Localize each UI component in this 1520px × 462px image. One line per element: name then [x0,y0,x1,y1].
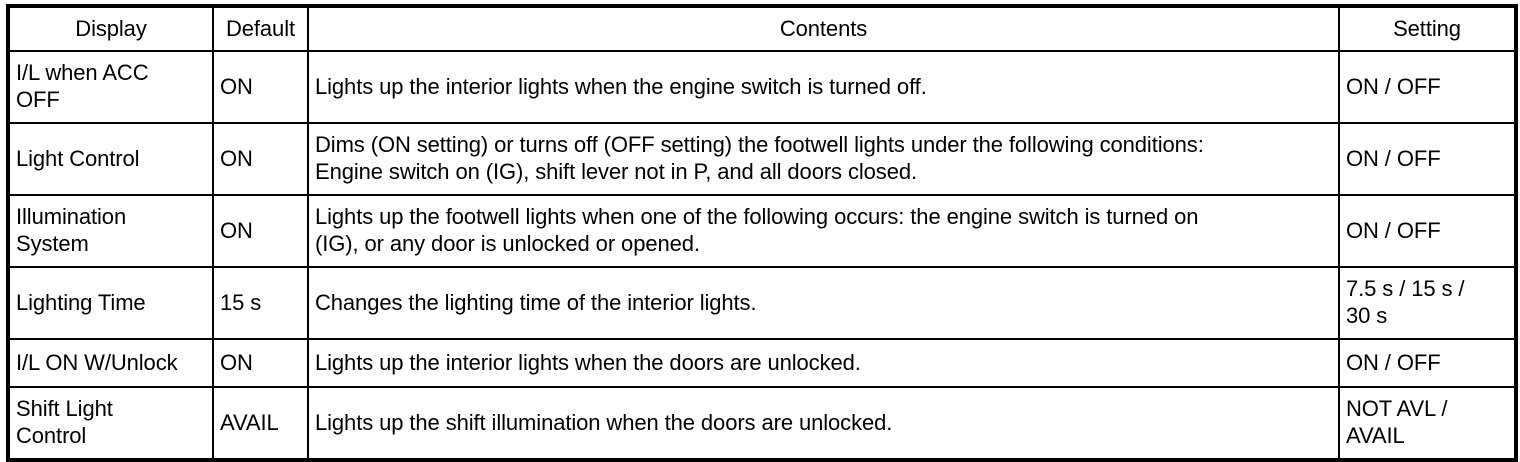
display-line-2: OFF [16,87,60,112]
cell-setting: ON / OFF [1338,50,1517,124]
setting-line-1: ON / OFF [1346,349,1441,375]
cell-contents: Lights up the shift illumination when th… [307,386,1340,461]
display-line-2: System [16,231,89,256]
cell-display: I/L ON W/Unlock [7,338,214,388]
contents-line-1: Lights up the interior lights when the d… [315,349,861,375]
display-line-2: Control [16,423,87,448]
table-row: I/L ON W/Unlock ON Lights up the interio… [7,338,1517,388]
table-row: Shift Light Control AVAIL Lights up the … [7,386,1517,461]
setting-line-1: ON / OFF [1346,217,1441,243]
cell-contents: Lights up the interior lights when the e… [307,50,1340,124]
contents-line-1: Lights up the footwell lights when one o… [315,204,1199,230]
cell-contents: Lights up the footwell lights when one o… [307,194,1340,268]
display-line-1: I/L ON W/Unlock [16,349,178,375]
display-line-1: Light Control [16,145,140,171]
header-row: Display Default Contents Setting [7,5,1517,52]
table-body: I/L when ACC OFF ON Lights up the interi… [7,50,1517,461]
cell-default: 15 s [212,266,309,340]
cell-display: Shift Light Control [7,386,214,461]
setting-line-1: ON / OFF [1346,145,1441,171]
cell-setting: NOT AVL / AVAIL [1338,386,1517,461]
setting-line-1: 7.5 s / 15 s / [1346,276,1465,302]
table-header: Display Default Contents Setting [7,5,1517,52]
table-row: Lighting Time 15 s Changes the lighting … [7,266,1517,340]
table-row: Light Control ON Dims (ON setting) or tu… [7,122,1517,196]
cell-contents: Lights up the interior lights when the d… [307,338,1340,388]
cell-display: Lighting Time [7,266,214,340]
setting-line-1: ON / OFF [1346,73,1441,99]
contents-line-2: Engine switch on (IG), shift lever not i… [315,159,917,184]
cell-display: I/L when ACC OFF [7,50,214,124]
cell-display: Light Control [7,122,214,196]
cell-contents: Changes the lighting time of the interio… [307,266,1340,340]
display-line-1: I/L when ACC [16,60,149,86]
cell-setting: ON / OFF [1338,194,1517,268]
setting-line-2: AVAIL [1346,423,1405,448]
cell-default: ON [212,50,309,124]
cell-setting: ON / OFF [1338,338,1517,388]
column-header-setting: Setting [1338,5,1517,52]
cell-setting: 7.5 s / 15 s / 30 s [1338,266,1517,340]
cell-setting: ON / OFF [1338,122,1517,196]
cell-default: ON [212,122,309,196]
setting-line-1: NOT AVL / [1346,396,1448,422]
contents-line-1: Dims (ON setting) or turns off (OFF sett… [315,132,1204,158]
contents-line-1: Changes the lighting time of the interio… [315,289,757,315]
interior-light-settings-table: Display Default Contents Setting I/L whe… [6,4,1518,462]
table-row: Illumination System ON Lights up the foo… [7,194,1517,268]
column-header-contents: Contents [307,5,1340,52]
contents-line-1: Lights up the interior lights when the e… [315,73,927,99]
column-header-display: Display [7,5,214,52]
cell-default: ON [212,338,309,388]
contents-line-2: (IG), or any door is unlocked or opened. [315,231,700,256]
table-row: I/L when ACC OFF ON Lights up the interi… [7,50,1517,124]
cell-default: ON [212,194,309,268]
column-header-default: Default [212,5,309,52]
setting-line-2: 30 s [1346,303,1388,328]
cell-default: AVAIL [212,386,309,461]
cell-display: Illumination System [7,194,214,268]
contents-line-1: Lights up the shift illumination when th… [315,409,893,435]
display-line-1: Lighting Time [16,289,146,315]
display-line-1: Illumination [16,204,127,230]
cell-contents: Dims (ON setting) or turns off (OFF sett… [307,122,1340,196]
display-line-1: Shift Light [16,396,113,422]
